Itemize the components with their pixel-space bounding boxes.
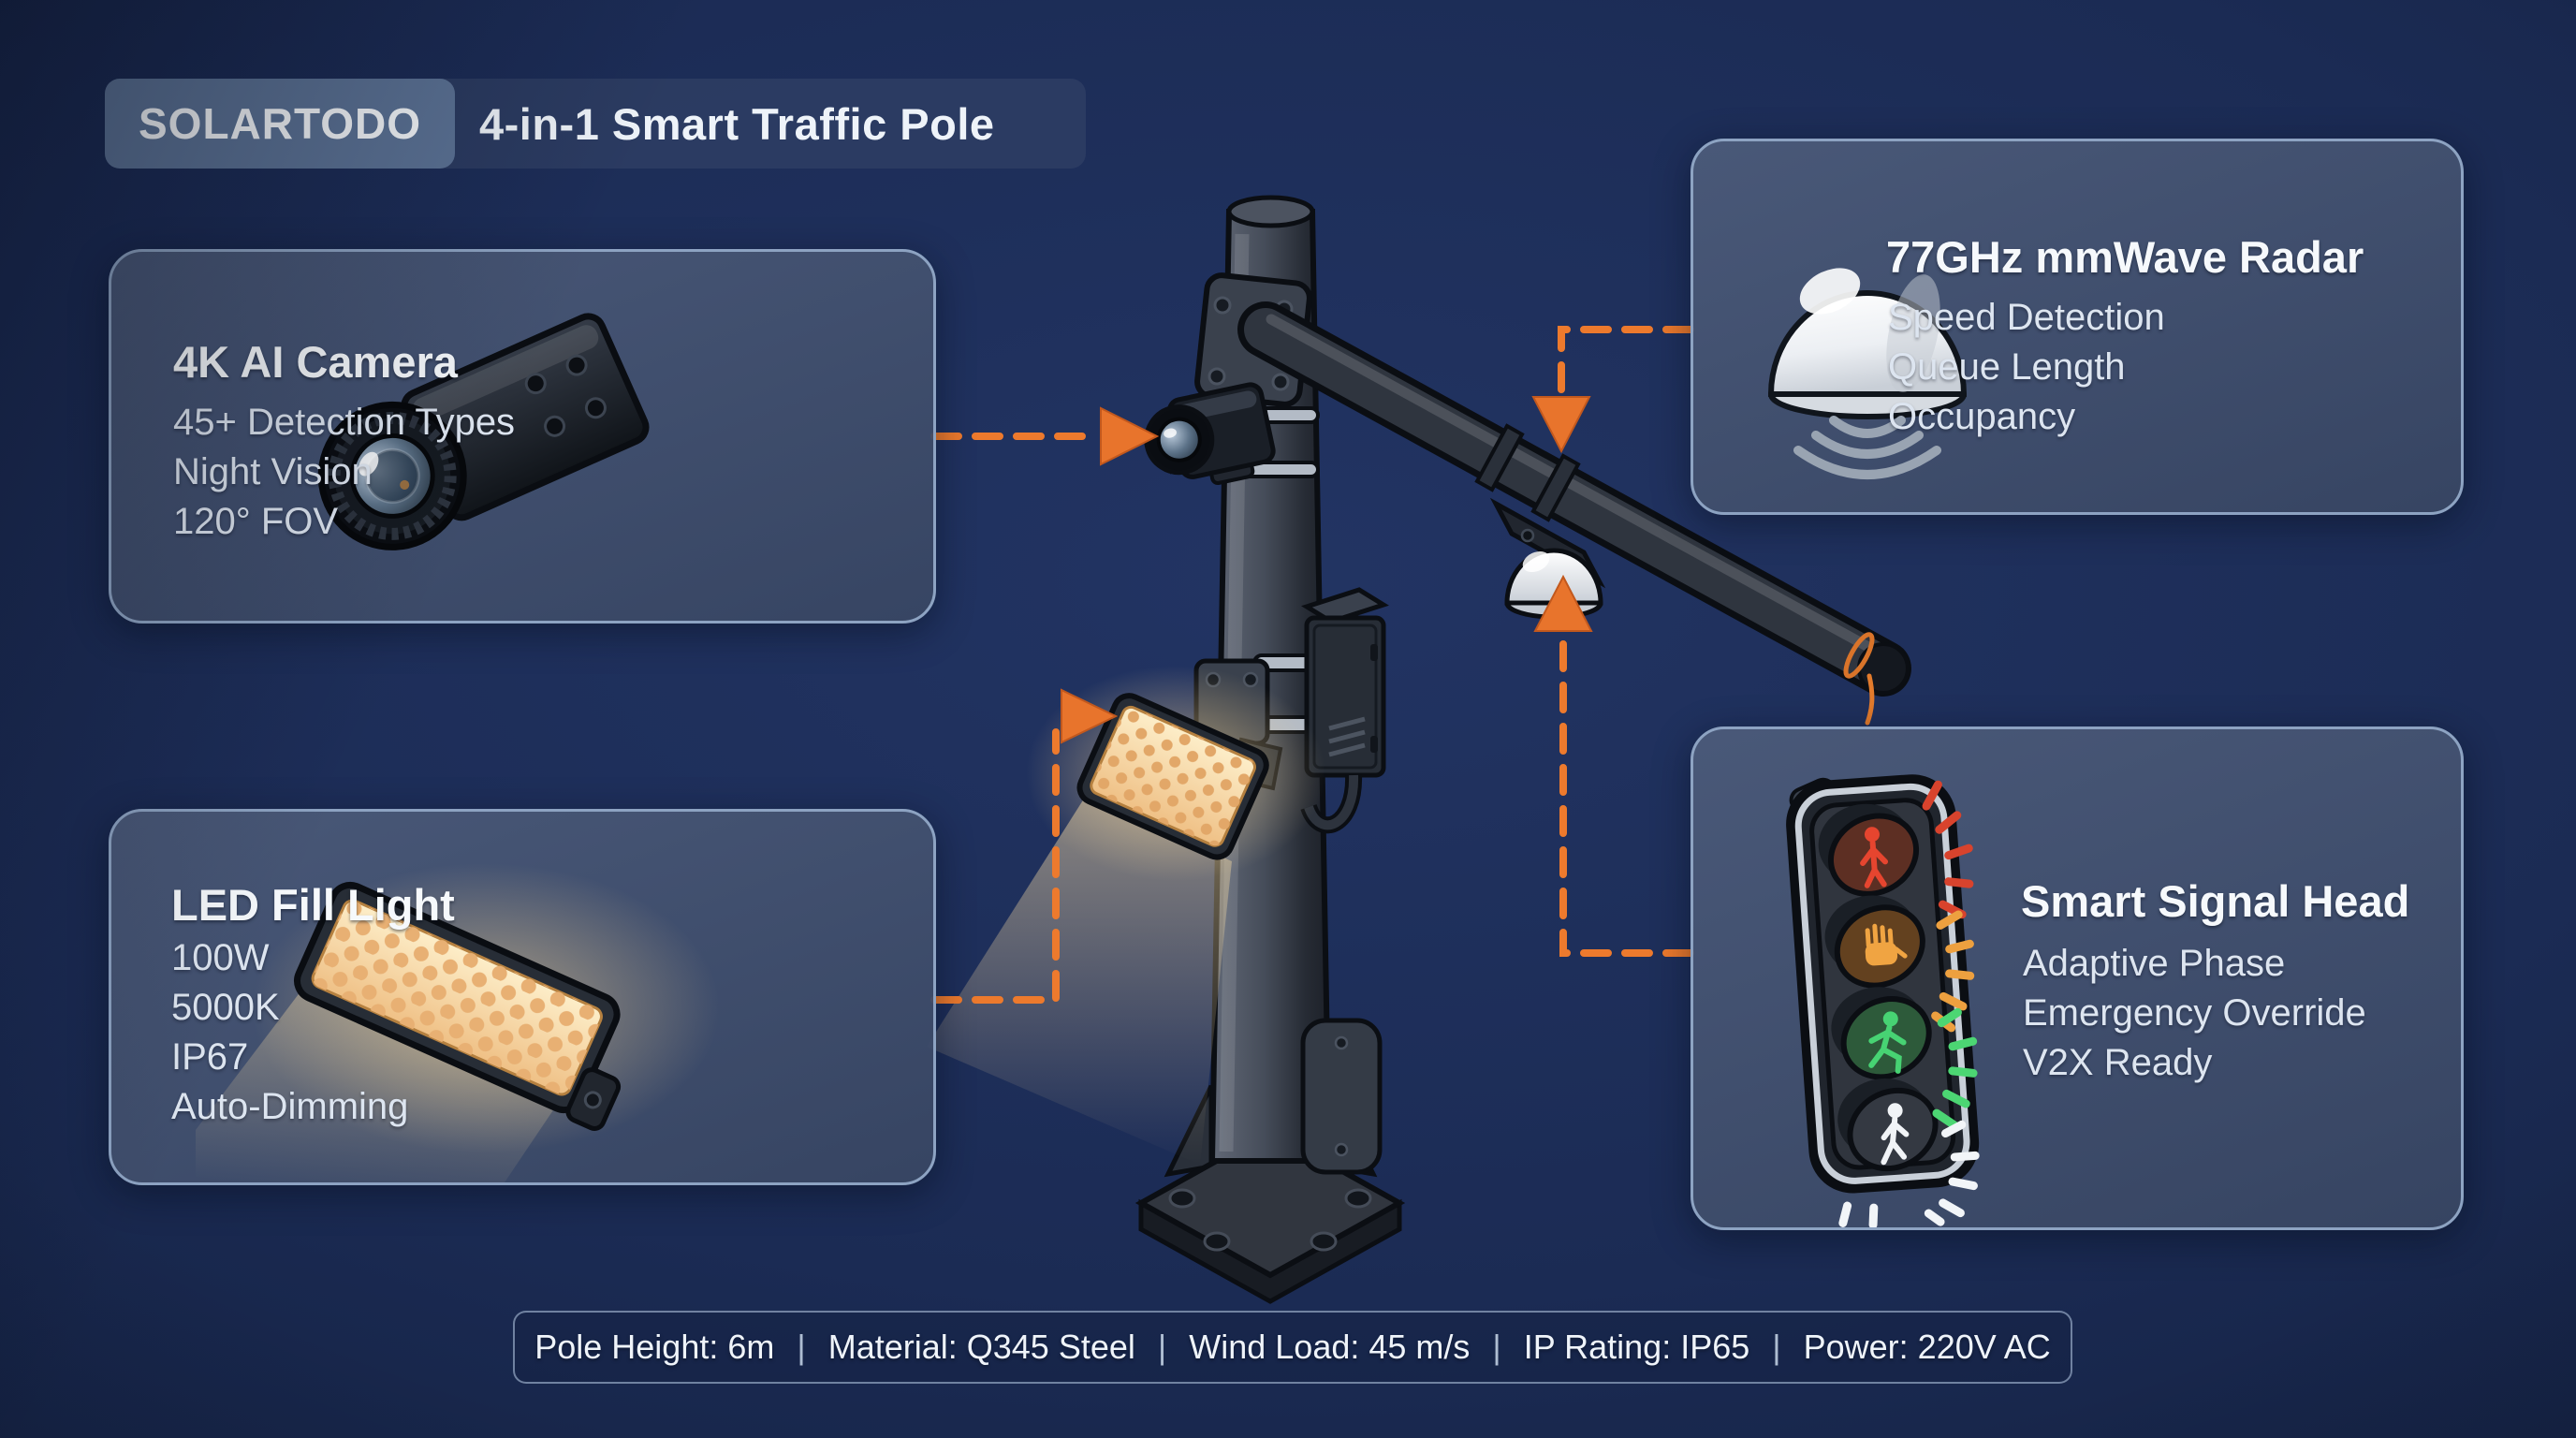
radar-feature-card: 77GHz mmWave Radar Speed Detection Queue… (1690, 139, 2464, 515)
feature-line: 45+ Detection Types (173, 402, 516, 443)
feature-list: Adaptive Phase Emergency Override V2X Re… (2023, 939, 2366, 1088)
brand-name: SOLARTODO (139, 99, 422, 148)
pole-access-panel (1300, 1018, 1383, 1175)
spec-divider: | (1157, 1328, 1167, 1366)
arrow-down-icon (1531, 396, 1591, 454)
feature-line: 5000K (171, 987, 280, 1028)
spec-pole-height: Pole Height: 6m (534, 1328, 775, 1366)
feature-line: 120° FOV (173, 501, 339, 542)
feature-line: Night Vision (173, 451, 373, 492)
camera-feature-card: 4K AI Camera 45+ Detection Types Night V… (109, 249, 936, 624)
spec-bar: Pole Height: 6m | Material: Q345 Steel |… (513, 1311, 2072, 1384)
feature-list: Speed Detection Queue Length Occupancy (1888, 293, 2165, 442)
feature-list: 100W 5000K IP67 Auto-Dimming (171, 933, 408, 1132)
spec-power: Power: 220V AC (1803, 1328, 2051, 1366)
feature-line: V2X Ready (2023, 1042, 2213, 1083)
light-beam (927, 796, 1232, 1165)
feature-line: Emergency Override (2023, 992, 2366, 1034)
spec-divider: | (1492, 1328, 1501, 1366)
signal-connector (1559, 633, 1694, 957)
brand-badge: SOLARTODO (105, 79, 456, 169)
spec-material: Material: Q345 Steel (827, 1328, 1135, 1366)
spec-divider: | (797, 1328, 806, 1366)
feature-line: Occupancy (1888, 396, 2076, 437)
feature-line: Queue Length (1888, 346, 2126, 388)
feature-line: Auto-Dimming (171, 1086, 409, 1127)
spec-ip-rating: IP Rating: IP65 (1523, 1328, 1750, 1366)
feature-line: Adaptive Phase (2023, 943, 2286, 984)
feature-line: 100W (171, 937, 270, 978)
feature-line: Speed Detection (1888, 297, 2165, 338)
feature-line: IP67 (171, 1036, 249, 1078)
led-feature-card: LED Fill Light 100W 5000K IP67 Auto-Dimm… (109, 809, 936, 1185)
card-title: Smart Signal Head (2021, 876, 2410, 926)
spec-divider: | (1772, 1328, 1781, 1366)
spec-wind-load: Wind Load: 45 m/s (1189, 1328, 1471, 1366)
card-title: 77GHz mmWave Radar (1886, 232, 2364, 282)
feature-list: 45+ Detection Types Night Vision 120° FO… (173, 398, 515, 547)
page-title: 4-in-1 Smart Traffic Pole (479, 98, 995, 149)
signal-feature-card: Smart Signal Head Adaptive Phase Emergen… (1690, 726, 2464, 1230)
radar-connector (1558, 326, 1694, 395)
card-title: LED Fill Light (171, 880, 455, 930)
card-title: 4K AI Camera (173, 337, 458, 387)
